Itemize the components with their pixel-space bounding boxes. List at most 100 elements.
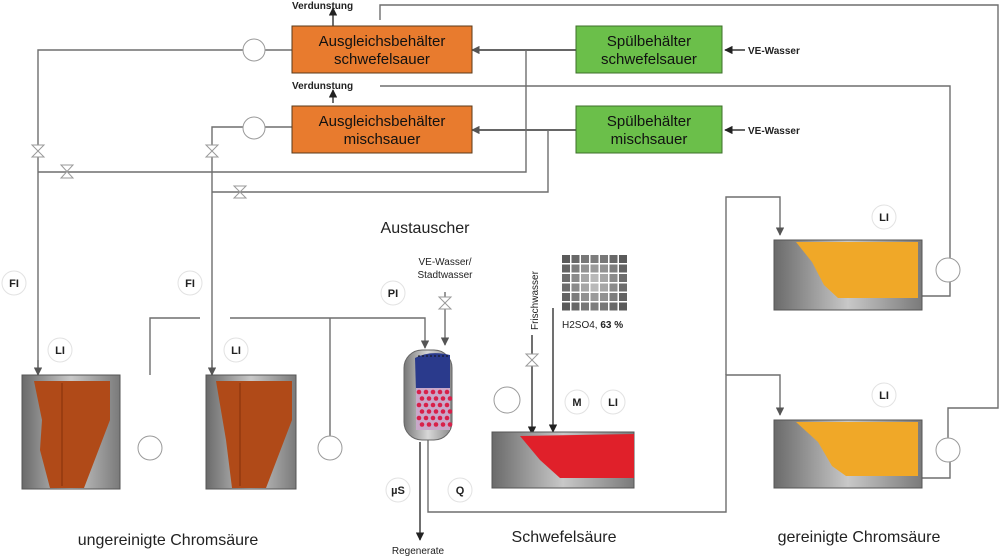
grid-cell: [590, 274, 599, 282]
grid-cell: [562, 264, 570, 273]
grid-cell: [581, 293, 589, 301]
grid-cell: [571, 255, 580, 263]
valve-icon: [524, 353, 540, 367]
tank-gereinigt-2: [773, 419, 923, 489]
resin-bead: [433, 409, 439, 414]
resin-bead: [426, 396, 432, 401]
exchanger-column: [403, 349, 453, 441]
valve-icon: [437, 296, 453, 310]
spuelbehaelter-mischsauer: Spülbehälter mischsauer: [575, 105, 723, 154]
grid-cell: [600, 293, 608, 301]
grid-cell: [571, 293, 580, 301]
svg-text:FI: FI: [185, 278, 195, 290]
grid-cell: [600, 274, 608, 282]
resin-bead: [416, 389, 422, 395]
sensor-m-sulf: M: [564, 389, 590, 415]
resin-bead: [426, 422, 432, 427]
sensor-li-tank2: LI: [223, 337, 249, 363]
resin-bead: [419, 409, 425, 414]
ausgleich-schwefel-line2: schwefelsauer: [334, 51, 430, 68]
schwefelsaeure-label: Schwefelsäure: [512, 529, 617, 546]
sensor-li-tank1: LI: [47, 337, 73, 363]
grid-cell: [609, 255, 618, 263]
svg-text:M: M: [572, 397, 581, 409]
resin-bead: [426, 409, 432, 414]
grid-cell: [581, 264, 589, 273]
spuel-schwefel-line2: schwefelsauer: [601, 51, 697, 68]
grid-cell: [562, 293, 570, 301]
valve-icon: [232, 185, 248, 199]
ungereinigt-label: ungereinigte Chromsäure: [78, 532, 259, 549]
grid-cell: [600, 302, 608, 311]
spuel-schwefel-line1: Spülbehälter: [607, 33, 691, 50]
resin-bead: [440, 396, 446, 401]
grid-cell: [590, 302, 599, 311]
grid-cell: [609, 302, 618, 311]
resin-bead: [437, 402, 443, 408]
valve-icon: [204, 144, 220, 158]
sensor-fi-mid: FI: [177, 270, 203, 296]
grid-cell: [590, 255, 599, 263]
grid-cell: [600, 283, 608, 292]
h2so4-value: 63 %: [600, 320, 623, 331]
valve-icon: [59, 164, 75, 179]
grid-cell: [619, 302, 627, 311]
verdunstung-label-mid: Verdunstung: [292, 81, 353, 92]
sensor-mus: µS: [385, 477, 411, 503]
grid-cell: [609, 293, 618, 301]
h2so4-prefix: H2SO4,: [562, 320, 600, 331]
frischwasser-label: Frischwasser: [530, 270, 541, 330]
resin-bead: [430, 402, 436, 408]
svg-text:LI: LI: [879, 390, 889, 402]
resin-bead: [437, 389, 443, 395]
svg-text:LI: LI: [879, 212, 889, 224]
resin-bead: [423, 402, 429, 408]
sensor-li-sulf: LI: [600, 389, 626, 415]
resin-bead: [444, 415, 450, 421]
spuelbehaelter-schwefelsauer: Spülbehälter schwefelsauer: [575, 25, 723, 74]
grid-cell: [562, 274, 570, 282]
ve-stadt-line1: VE-Wasser/: [419, 257, 472, 268]
sensor-li-gtank2: LI: [871, 382, 897, 408]
grid-cell: [571, 274, 580, 282]
resin-bead: [416, 415, 422, 421]
grid-cell: [581, 283, 589, 292]
resin-beads: [416, 389, 453, 427]
svg-text:Q: Q: [456, 485, 465, 497]
pipe-network: [33, 4, 999, 541]
pump-icon: [242, 38, 266, 62]
resin-bead: [447, 409, 453, 414]
h2so4-label: H2SO4, 63 %: [562, 320, 623, 331]
sensor-pi: PI: [380, 280, 406, 306]
ausgleichsbehaelter-mischsauer: Ausgleichsbehälter mischsauer: [291, 105, 473, 154]
tank-ungereinigt-2: [205, 374, 297, 490]
pump-icon: [935, 437, 961, 463]
grid-cell: [619, 293, 627, 301]
svg-text:FI: FI: [9, 278, 19, 290]
grid-cell: [581, 302, 589, 311]
tank-gereinigt-1: [773, 239, 923, 311]
grid-cell: [600, 264, 608, 273]
resin-bead: [444, 389, 450, 395]
verdunstung-label-top: Verdunstung: [292, 1, 353, 12]
grid-cell: [609, 274, 618, 282]
grid-cell: [590, 293, 599, 301]
resin-bead: [444, 402, 450, 408]
resin-bead: [416, 402, 422, 408]
svg-text:µS: µS: [391, 485, 405, 497]
pump-icon: [317, 435, 343, 461]
grid-cell: [562, 255, 570, 263]
resin-bead: [437, 415, 443, 421]
grid-cell: [619, 283, 627, 292]
ve-stadt-line2: Stadtwasser: [417, 270, 473, 281]
h2so4-container: H2SO4, 63 %: [562, 255, 627, 331]
pump-icon: [493, 386, 521, 414]
svg-text:LI: LI: [55, 345, 65, 357]
grid-cell: [600, 255, 608, 263]
tank-schwefelsaeure: [491, 431, 635, 489]
resin-bead: [419, 396, 425, 401]
grid-cell: [590, 264, 599, 273]
resin-bead: [447, 396, 453, 401]
sensor-li-gtank1: LI: [871, 204, 897, 230]
grid-cell: [562, 283, 570, 292]
